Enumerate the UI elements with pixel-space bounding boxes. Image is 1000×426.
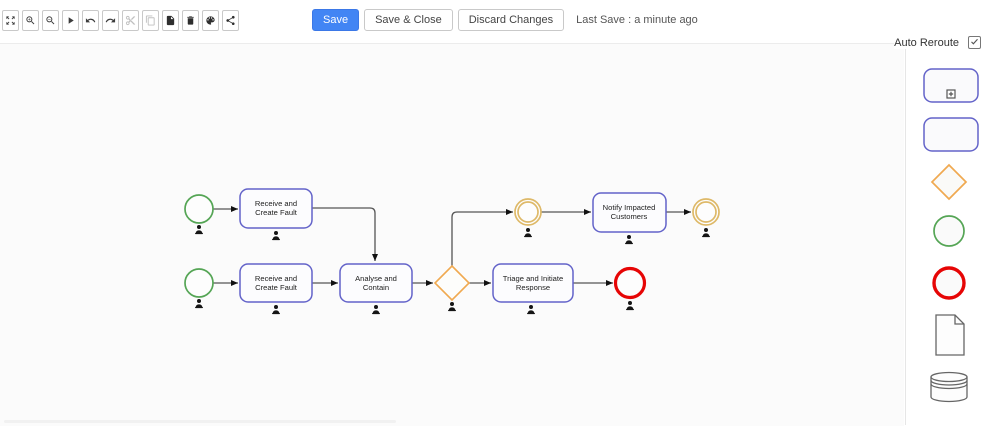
play-button[interactable] (62, 9, 79, 31)
redo-button[interactable] (102, 9, 119, 31)
play-icon (65, 15, 76, 26)
intermediate-event-1[interactable] (514, 198, 542, 226)
palette-item-end-event[interactable] (932, 266, 966, 300)
last-save-status: Last Save : a minute ago (576, 14, 698, 26)
discard-changes-button[interactable]: Discard Changes (457, 9, 565, 31)
task-receive-bottom[interactable]: Receive and Create Fault (239, 263, 313, 303)
user-icon (195, 299, 203, 309)
task-label: Notify Impacted (603, 203, 656, 212)
zoom-out-icon (45, 15, 56, 26)
zoom-out-button[interactable] (42, 9, 59, 31)
intermediate-event-2[interactable] (692, 198, 720, 226)
auto-reroute-label: Auto Reroute (894, 36, 959, 49)
copy-icon (145, 14, 156, 26)
palette-item-document[interactable] (935, 314, 965, 356)
palette-item-task[interactable] (923, 117, 979, 152)
task-label: Analyse and (355, 274, 397, 283)
delete-icon (185, 15, 196, 26)
user-icon (372, 305, 380, 315)
user-icon (625, 235, 633, 245)
palette-item-gateway[interactable] (930, 163, 968, 201)
gateway-diamond[interactable] (433, 264, 471, 302)
delete-button[interactable] (182, 9, 199, 31)
palette-icon (205, 15, 216, 26)
toolbar: Save Save & Close Discard Changes Last S… (2, 9, 698, 31)
task-triage-response[interactable]: Triage and Initiate Response (492, 263, 574, 303)
palette-item-start-event[interactable] (933, 215, 965, 247)
task-receive-top[interactable]: Receive and Create Fault (239, 188, 313, 229)
task-label: Customers (611, 212, 648, 221)
save-button[interactable]: Save (312, 9, 360, 31)
plus-square-icon (946, 89, 956, 99)
palette-button[interactable] (202, 9, 219, 31)
task-label: Contain (363, 283, 389, 292)
undo-icon (85, 15, 96, 26)
sequence-flows (213, 206, 691, 286)
auto-reroute-checkbox[interactable] (968, 36, 981, 49)
fit-to-screen-icon (5, 15, 16, 26)
task-label: Receive and (255, 199, 297, 208)
user-icon (272, 305, 280, 315)
horizontal-scrollbar[interactable] (4, 420, 396, 423)
check-icon (970, 37, 979, 49)
user-icon (195, 225, 203, 235)
share-icon (225, 15, 236, 26)
end-event[interactable] (613, 266, 647, 300)
copy-button[interactable] (142, 9, 159, 31)
user-icon (524, 228, 532, 238)
auto-reroute-control: Auto Reroute (894, 36, 981, 49)
palette-item-datastore[interactable] (930, 371, 968, 403)
paste-button[interactable] (162, 9, 179, 31)
cut-icon (125, 15, 136, 26)
user-icon (626, 301, 634, 311)
task-label: Create Fault (255, 208, 298, 217)
paste-icon (165, 15, 176, 26)
undo-button[interactable] (82, 9, 99, 31)
flow-receive-top-analyse[interactable] (312, 207, 378, 261)
fit-to-screen-button[interactable] (2, 9, 19, 31)
shape-palette-sidebar (905, 43, 1000, 425)
cut-button[interactable] (122, 9, 139, 31)
user-icon (702, 228, 710, 238)
start-event-1[interactable] (184, 194, 214, 224)
task-label: Create Fault (255, 283, 298, 292)
user-icon (448, 302, 456, 312)
user-icon (272, 231, 280, 241)
task-label: Receive and (255, 274, 297, 283)
task-analyse-contain[interactable]: Analyse and Contain (339, 263, 413, 303)
save-and-close-button[interactable]: Save & Close (364, 9, 453, 31)
task-notify-customers[interactable]: Notify Impacted Customers (592, 192, 667, 233)
user-icon (527, 305, 535, 315)
palette-item-subprocess[interactable] (923, 68, 979, 103)
flow-gateway-intermediate[interactable] (451, 209, 513, 266)
task-label: Response (516, 283, 550, 292)
redo-icon (105, 15, 116, 26)
zoom-in-icon (25, 15, 36, 26)
task-label: Triage and Initiate (503, 274, 564, 283)
share-button[interactable] (222, 9, 239, 31)
shape-palette (923, 68, 979, 403)
start-event-2[interactable] (184, 268, 214, 298)
zoom-in-button[interactable] (22, 9, 39, 31)
